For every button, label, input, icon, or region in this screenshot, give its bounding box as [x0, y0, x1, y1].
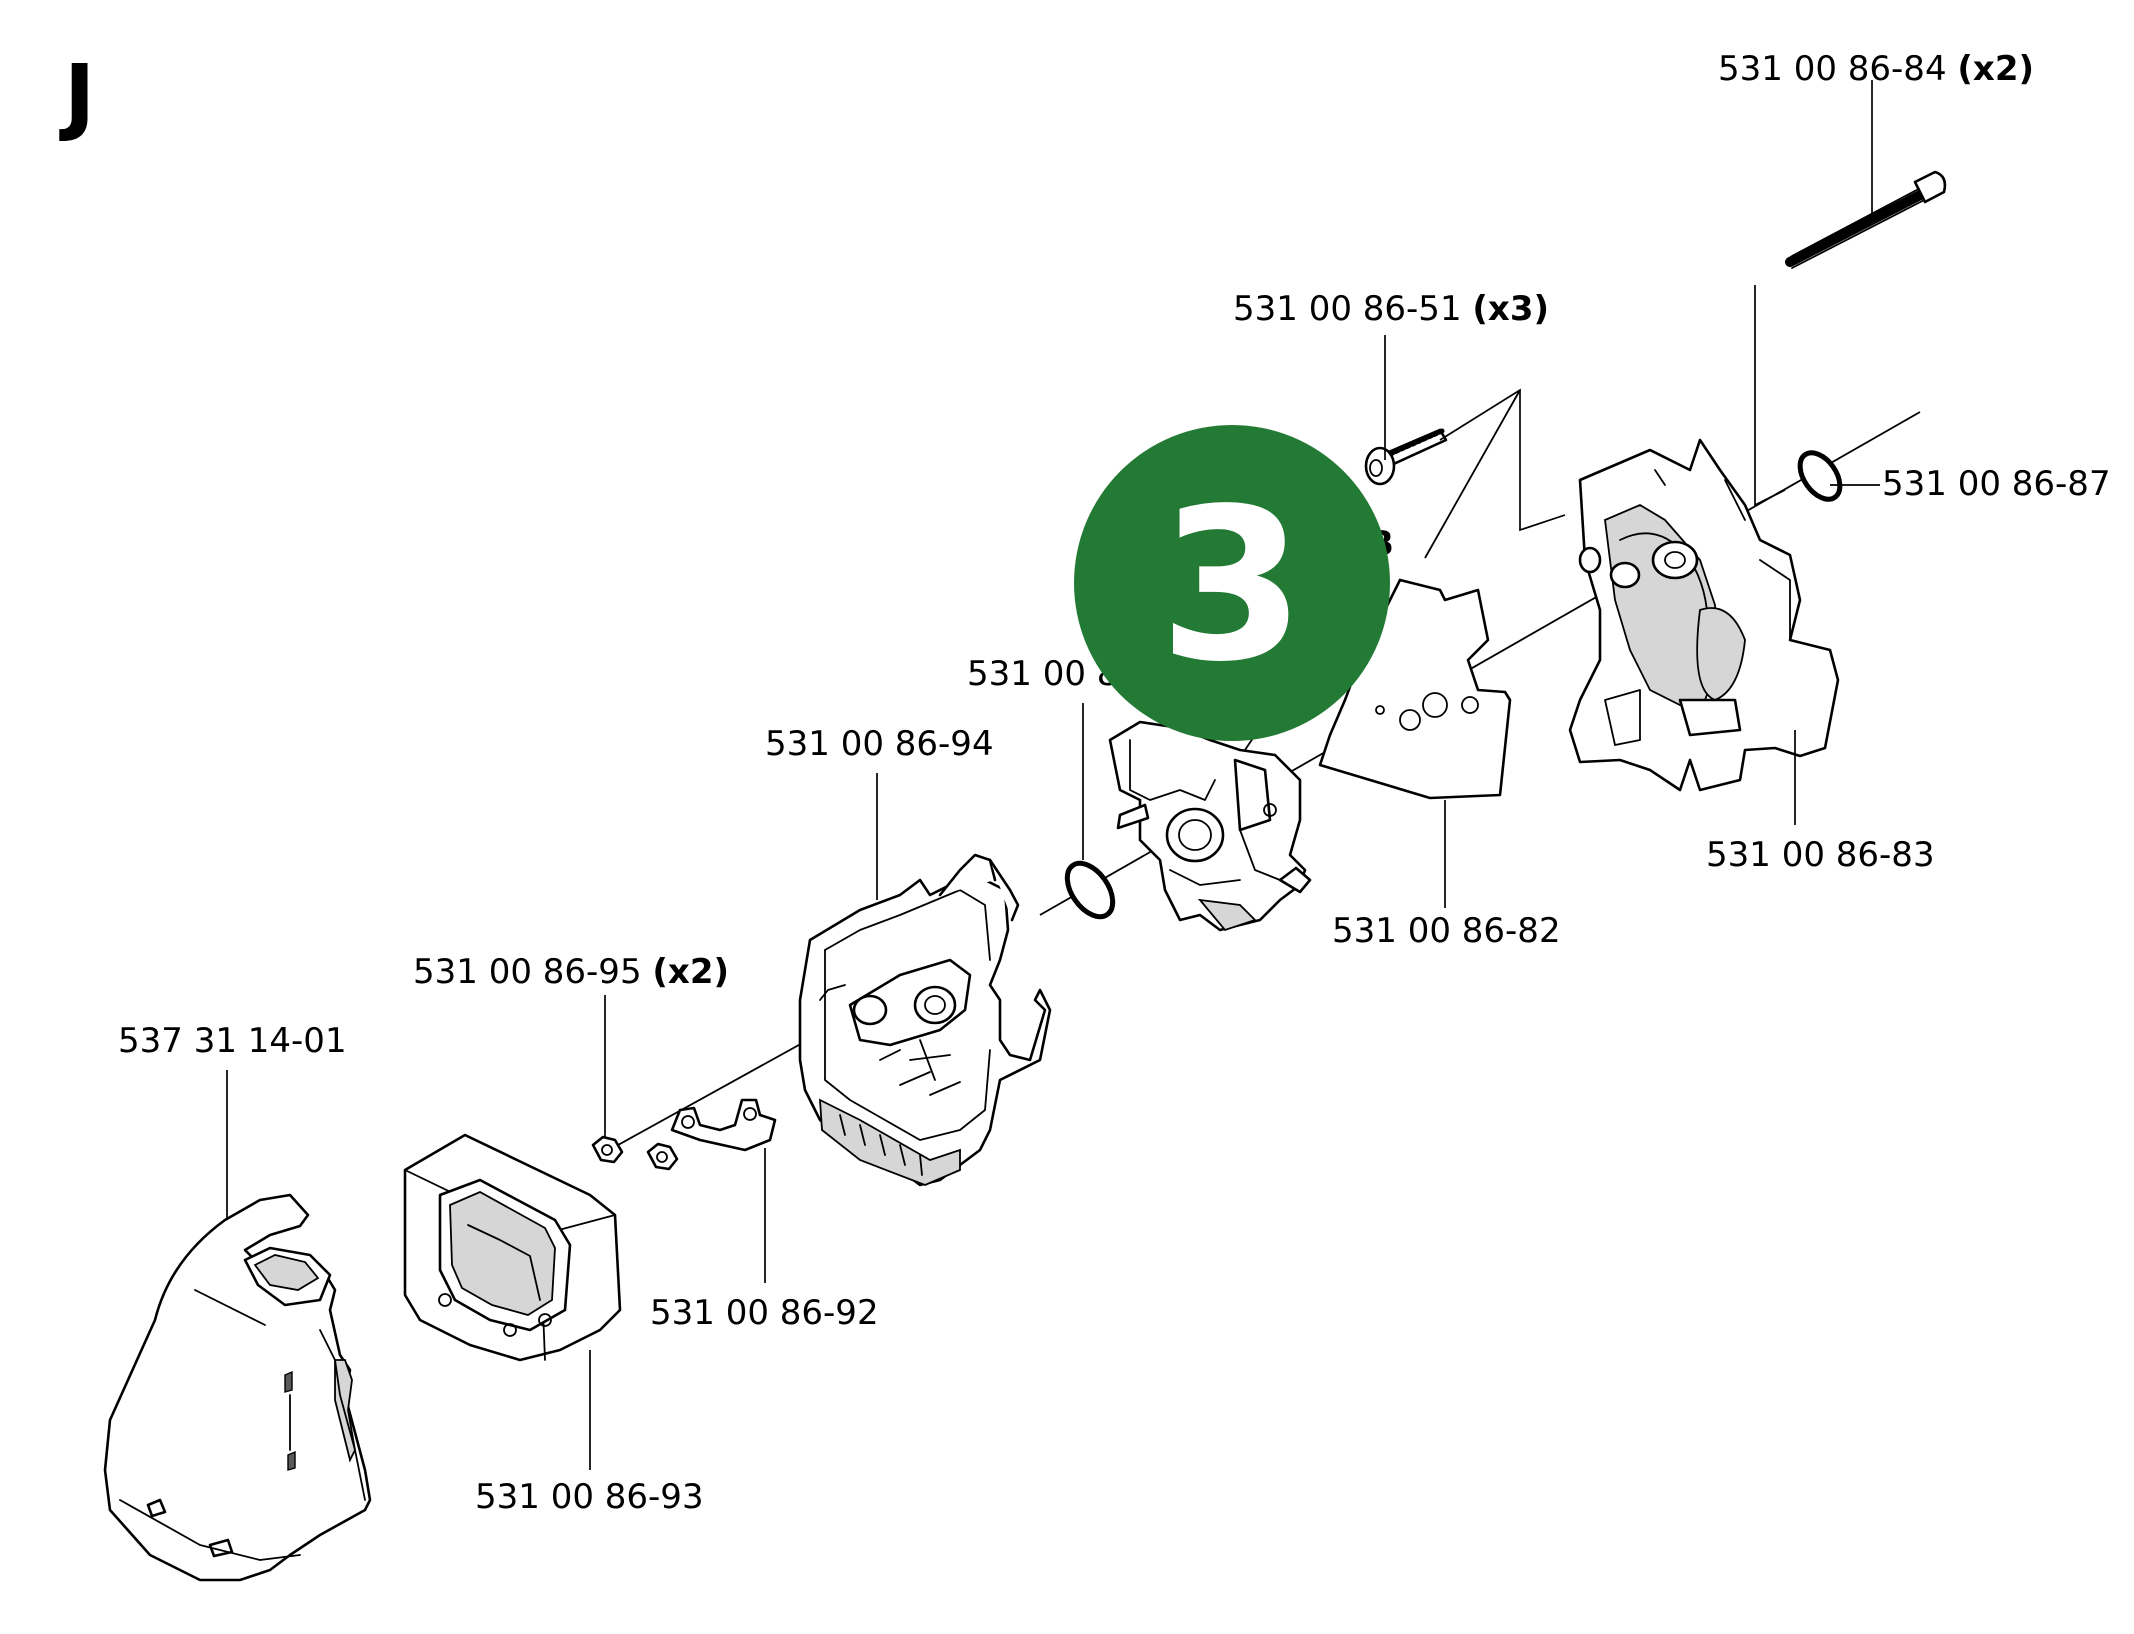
- air-filter-housing-part: [798, 853, 1052, 1187]
- gasket-plate-part: [1318, 578, 1512, 800]
- filter-cover-part: [103, 1193, 372, 1582]
- carburetor-part: [1108, 699, 1312, 932]
- callout-nut: 531 00 86-95 (x2): [413, 952, 729, 992]
- callout-filter-housing: 531 00 86-94: [765, 724, 994, 764]
- callout-oring-rear: 531 00 86-87: [1882, 464, 2111, 504]
- callout-filter-element: 531 00 86-93: [475, 1477, 704, 1517]
- front-oring-part: [1064, 860, 1116, 920]
- callout-cover: 537 31 14-01: [118, 1021, 347, 1061]
- callout-labels: 531 00 86-84 (x2) 531 00 86-51 (x3) 531 …: [118, 49, 2111, 1517]
- callout-oring-front: 531 00 8: [967, 654, 1118, 694]
- section-letter: J: [59, 46, 95, 144]
- rear-oring-part: [1797, 450, 1843, 502]
- long-screw-part: [1785, 170, 1947, 269]
- badge-label: 3: [1159, 463, 1305, 708]
- callout-gasket-plate: 531 00 86-82: [1332, 911, 1561, 951]
- callout-bracket: 531 00 86-92: [650, 1293, 879, 1333]
- badge-circle: [1074, 425, 1390, 741]
- bracket-part: [670, 1098, 777, 1152]
- callout-screw-long: 531 00 86-84 (x2): [1718, 49, 2034, 89]
- leader-lines: [226, 80, 1880, 1470]
- air-filter-element-part: [403, 1133, 622, 1362]
- nut-parts: [591, 1135, 679, 1171]
- callout-manifold: 531 00 86-83: [1706, 835, 1935, 875]
- callout-screw-short: 531 00 86-51 (x3): [1233, 289, 1549, 329]
- intake-manifold-part: [1568, 438, 1840, 792]
- short-screw-part: [1364, 428, 1448, 486]
- step-badge: 3: [1074, 425, 1390, 741]
